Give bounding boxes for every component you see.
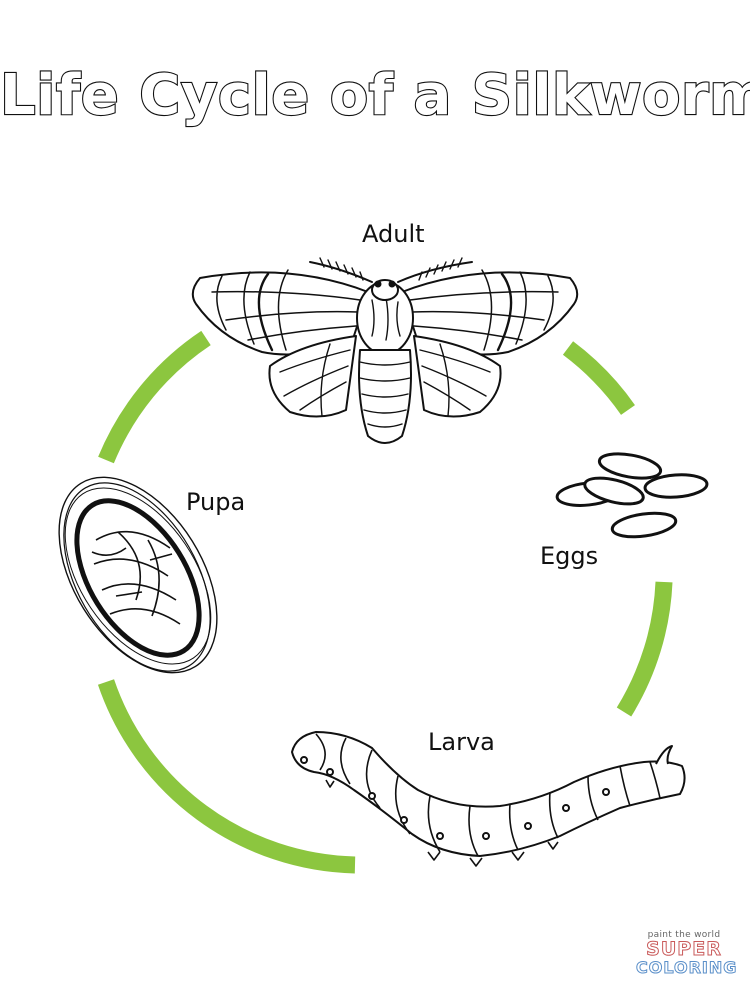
moth-icon bbox=[191, 257, 579, 444]
stage-label-larva: Larva bbox=[428, 728, 495, 756]
arc-eggs-to-larva bbox=[616, 581, 673, 717]
page-title: Life Cycle of a Silkworm bbox=[0, 63, 750, 128]
arc-pupa-to-adult bbox=[98, 330, 211, 464]
eggs-icon bbox=[555, 452, 709, 539]
cycle-arcs bbox=[97, 330, 673, 874]
stage-label-adult: Adult bbox=[362, 220, 425, 248]
larva-icon bbox=[291, 731, 686, 867]
logo-word-coloring: COLORING bbox=[636, 958, 738, 977]
super-coloring-logo: paint the world SUPER COLORING bbox=[636, 930, 738, 986]
logo-word-super: SUPER bbox=[646, 938, 722, 960]
arc-larva-to-pupa bbox=[97, 679, 356, 874]
logo-tagline: paint the world bbox=[647, 930, 721, 940]
stage-label-eggs: Eggs bbox=[540, 542, 599, 570]
cocoon-icon bbox=[58, 476, 218, 674]
stage-label-pupa: Pupa bbox=[186, 488, 246, 516]
arc-adult-to-eggs bbox=[562, 341, 635, 415]
